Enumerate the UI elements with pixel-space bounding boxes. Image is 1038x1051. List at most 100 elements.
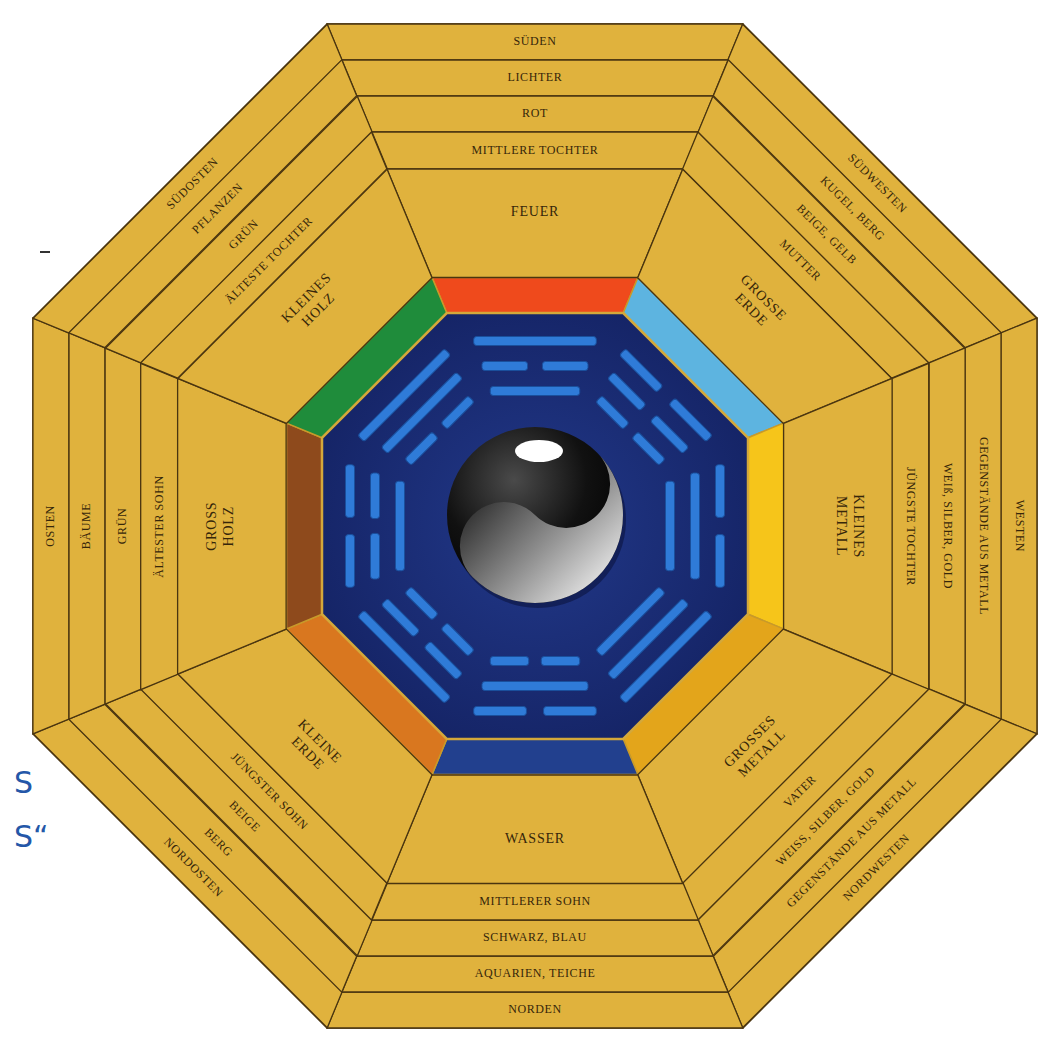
band-label: KLEINE ERDE <box>282 716 345 779</box>
bagua-band: OSTEN <box>33 318 69 734</box>
text-fragment: S“ <box>14 822 49 852</box>
bagua-band: WASSER <box>387 775 683 884</box>
trigram-line <box>474 337 597 346</box>
trigram <box>358 349 486 477</box>
band-shape <box>178 378 287 674</box>
trigram <box>666 465 725 588</box>
bagua-band: AQUARIEN, TEICHE <box>342 956 728 992</box>
bagua-band: JÜNGSTE TOCHTER <box>892 363 929 689</box>
band-label: SCHWARZ, BLAU <box>483 931 587 945</box>
band-text-area: KLEINES METALL <box>783 378 892 674</box>
band-shape <box>141 363 178 689</box>
bagua-band: BÄUME <box>69 333 105 719</box>
bagua-band: KLEINES METALL <box>783 378 892 674</box>
band-shape <box>342 60 728 96</box>
element-color-segment <box>748 423 784 629</box>
bagua-band: FEUER <box>387 169 683 278</box>
band-text-area: JÜNGSTE TOCHTER <box>892 363 929 689</box>
ball-highlight <box>515 440 563 462</box>
band-label: MITTLERER SOHN <box>479 895 590 909</box>
trigram-line <box>666 481 675 570</box>
band-shape <box>1001 318 1037 734</box>
band-label: JÜNGSTE TOCHTER <box>904 467 918 586</box>
trigram-line <box>691 473 700 579</box>
center-octagon <box>322 313 748 739</box>
trigram-line <box>596 587 666 657</box>
trigram-line <box>650 415 689 454</box>
band-text-area: SCHWARZ, BLAU <box>357 920 713 956</box>
element-color-segment <box>287 423 323 629</box>
band-outline <box>387 169 683 278</box>
band-text-area: SÜDEN <box>327 24 743 60</box>
band-text-area: GEGENSTÄNDE AUS METALL <box>965 333 1001 719</box>
band-text-area: MITTLERE TOCHTER <box>372 132 698 169</box>
band-label: NORDEN <box>508 1003 562 1017</box>
element-color-segment <box>432 739 638 775</box>
band-label: GEGENSTÄNDE AUS METALL <box>976 437 990 615</box>
trigram-line <box>441 396 475 430</box>
band-label: FEUER <box>511 204 559 221</box>
trigram-line <box>424 641 463 680</box>
trigram-line <box>607 372 646 411</box>
band-text-area: MITTLERER SOHN <box>372 883 698 920</box>
bagua-band: GEGENSTÄNDE AUS METALL <box>965 333 1001 719</box>
bagua-band: MITTLERE TOCHTER <box>372 132 698 169</box>
trigram-line <box>544 707 597 716</box>
trigram-line <box>716 465 725 518</box>
element-color-segment <box>432 278 638 314</box>
band-shape <box>929 348 965 704</box>
trigram-line <box>405 432 439 466</box>
band-text-area: OSTEN <box>33 318 69 734</box>
band-text-area: WEIß, SILBER, GOLD <box>929 348 965 704</box>
band-label: LICHTER <box>508 71 563 85</box>
band-label: ROT <box>522 107 548 121</box>
trigram-line <box>381 598 420 637</box>
band-shape <box>357 96 713 132</box>
band-text-area: WASSER <box>387 775 683 884</box>
band-label: ÄLTESTER SOHN <box>153 475 167 577</box>
band-label: OSTEN <box>44 505 58 547</box>
bagua-band: MITTLERER SOHN <box>372 883 698 920</box>
trigram-line <box>542 362 588 371</box>
band-label: GROSSE ERDE <box>724 272 789 337</box>
band-shape <box>387 775 683 884</box>
trigram <box>584 349 712 477</box>
band-shape <box>372 132 698 169</box>
trigram-line <box>371 473 380 519</box>
band-text-area: BÄUME <box>69 333 105 719</box>
trigram <box>358 575 486 703</box>
band-shape <box>783 378 892 674</box>
octagon-backdrop <box>33 24 1037 1028</box>
band-label: WASSER <box>505 831 565 848</box>
bagua-band: WEIß, SILBER, GOLD <box>929 348 965 704</box>
band-text-area: GRÜN <box>105 348 141 704</box>
band-shape <box>69 333 105 719</box>
bagua-band: SCHWARZ, BLAU <box>357 920 713 956</box>
band-text-area: AQUARIEN, TEICHE <box>342 956 728 992</box>
trigram-line <box>482 362 528 371</box>
band-label: GROSS HOLZ <box>204 501 238 550</box>
trigram <box>584 575 712 703</box>
band-shape <box>342 956 728 992</box>
band-shape <box>965 333 1001 719</box>
band-shape <box>105 348 141 704</box>
trigram-line <box>405 587 439 621</box>
band-label: KLEINES METALL <box>832 494 866 558</box>
bagua-band: SÜDEN <box>327 24 743 60</box>
trigram-line <box>482 682 588 691</box>
band-text-area: FEUER <box>387 169 683 278</box>
yang-half <box>442 422 660 640</box>
trigram-line <box>346 465 355 518</box>
band-shape <box>892 363 929 689</box>
trigram-line <box>596 396 630 430</box>
band-shape <box>387 169 683 278</box>
band-label: SÜDEN <box>513 35 556 49</box>
band-shape <box>327 24 743 60</box>
band-label: WEIß, SILBER, GOLD <box>940 463 954 589</box>
band-shape <box>33 318 69 734</box>
text-fragment: S <box>14 768 33 798</box>
trigram-line <box>396 481 405 570</box>
trigrams <box>346 337 725 716</box>
band-label: MITTLERE TOCHTER <box>472 144 599 158</box>
yin-yang-ball <box>442 422 660 640</box>
